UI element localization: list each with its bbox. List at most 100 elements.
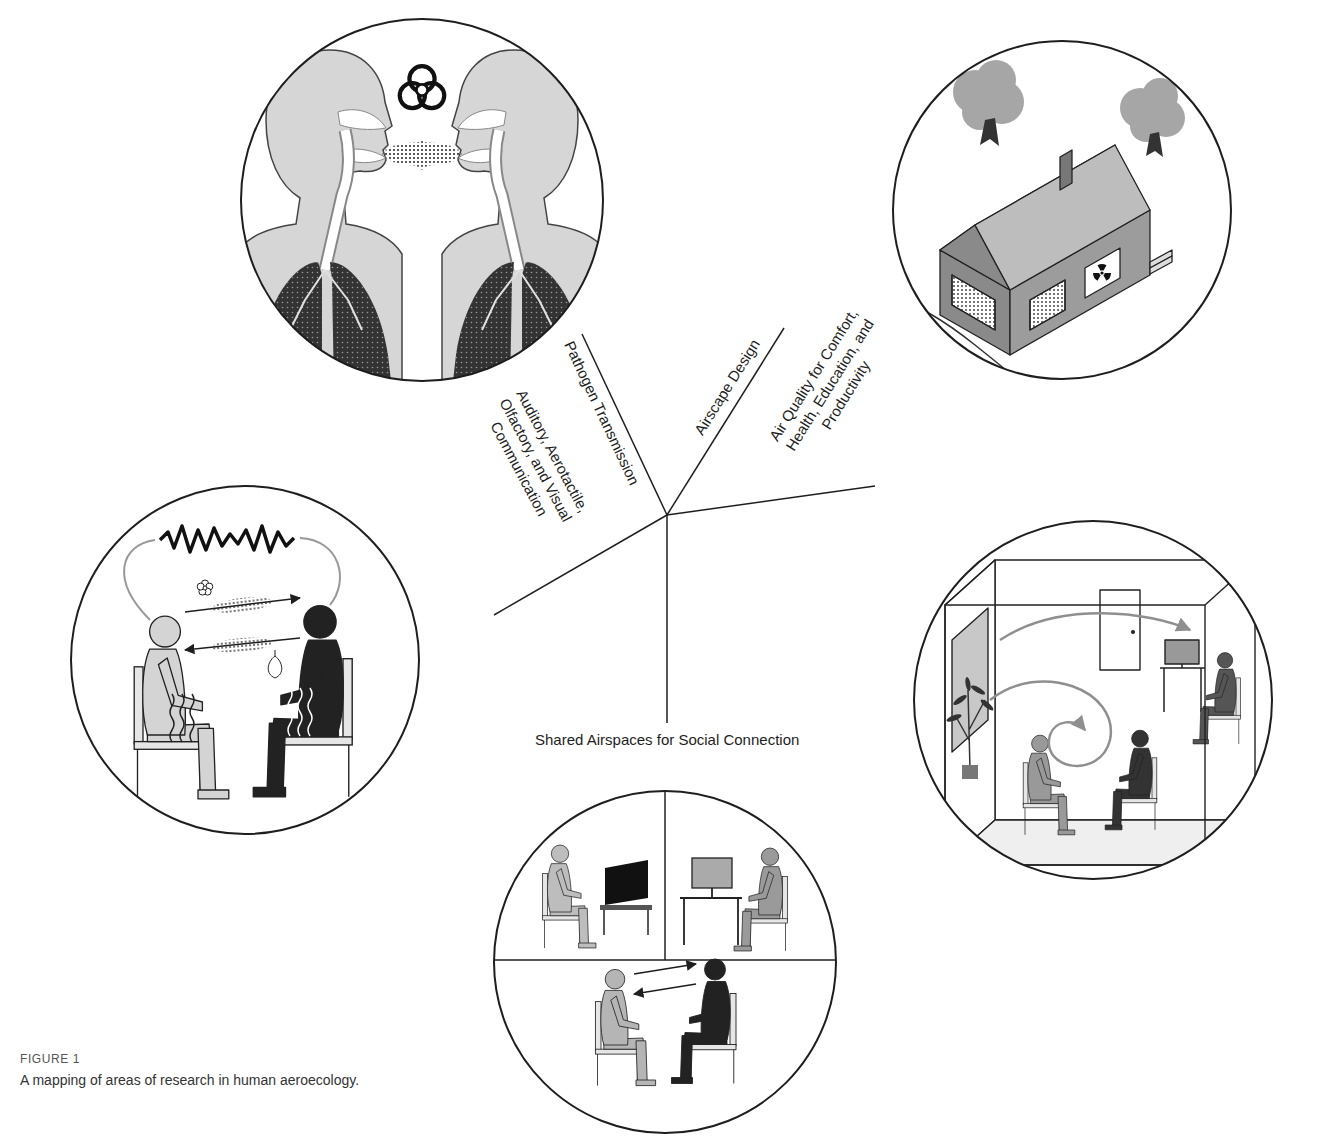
airscape-illustration: [1146, 132, 1163, 157]
airscape-illustration: [952, 275, 995, 330]
airscape-illustration: [1030, 280, 1065, 330]
pathogen-illustration: [256, 262, 322, 390]
air-quality-illustration: [1160, 664, 1205, 712]
pathogen-illustration: [400, 66, 445, 108]
shared-airspace-illustration: [601, 969, 656, 1085]
pathogen-illustration: [290, 270, 362, 330]
air-quality-illustration: [964, 677, 971, 692]
shared-airspace-illustration: [547, 845, 596, 948]
airscape-illustration: [1150, 256, 1172, 274]
communication-illustration: [197, 580, 282, 678]
topic-circle: Airscape Design: [892, 40, 1232, 380]
communication-illustration: [300, 538, 340, 605]
air-quality-illustration: [962, 765, 978, 779]
airscape-illustration: [940, 145, 1172, 355]
communication-illustration: [275, 650, 276, 656]
air-quality-illustration: [1165, 640, 1199, 664]
topic-circle: Pathogen Transmission: [240, 18, 604, 382]
communication-illustration: [253, 606, 343, 797]
communication-illustration: [143, 616, 229, 799]
air-quality-illustration: [945, 560, 1255, 865]
air-quality-illustration: [945, 560, 1255, 865]
communication-illustration: [288, 688, 292, 736]
air-quality-illustration: [952, 693, 968, 706]
air-quality-illustration: [1100, 590, 1140, 670]
spoke-line: [667, 328, 784, 515]
spoke-line: [494, 515, 667, 615]
air-quality-illustration: [1000, 613, 1190, 640]
shared-airspace-illustration: [480, 780, 850, 960]
shared-airspace-illustration: [480, 780, 850, 1086]
topic-label: Pathogen Transmission: [560, 338, 643, 488]
air-quality-illustration: [945, 560, 1255, 865]
topic-label: Auditory, Aerotactile, Olfactory, and Vi…: [469, 370, 601, 551]
air-quality-illustration: [979, 698, 995, 712]
air-quality-illustration: [945, 820, 1255, 865]
communication-illustration: [203, 586, 207, 590]
pathogen-illustration: [384, 140, 460, 170]
shared-airspace-illustration: [672, 959, 731, 1084]
spoke-line: [666, 515, 668, 723]
pathogen-illustration: [325, 130, 348, 270]
communication-illustration: [160, 526, 294, 552]
pathogen-illustration: [236, 50, 608, 390]
communication-illustration: [288, 688, 312, 736]
air-quality-illustration: [970, 684, 986, 697]
shared-airspace-illustration: [634, 984, 696, 994]
pathogen-illustration: [236, 50, 402, 390]
airscape-illustration: [980, 118, 999, 146]
shared-airspace-illustration: [634, 964, 696, 974]
pathogen-illustration: [236, 50, 402, 390]
air-quality-illustration: [1105, 730, 1152, 830]
pathogen-illustration: [442, 50, 608, 390]
communication-illustration: [190, 694, 194, 742]
shared-airspace-illustration: [734, 848, 783, 951]
air-quality-illustration: [945, 560, 995, 605]
shared-airspace-illustration: [680, 888, 742, 945]
airscape-illustration: [1060, 150, 1072, 190]
shared-airspace-illustration: [604, 910, 648, 935]
topic-label: Airscape Design: [690, 336, 764, 439]
communication-illustration: [212, 635, 273, 654]
shared-airspace-illustration: [605, 860, 648, 905]
topic-circle: Air Quality for Comfort, Health, Educati…: [913, 520, 1273, 880]
spoke-line: [667, 486, 875, 515]
airscape-illustration: [1093, 264, 1111, 281]
airscape-illustration: [860, 60, 1185, 420]
air-quality-illustration: [946, 713, 963, 723]
airscape-illustration: [1030, 280, 1065, 330]
communication-illustration: [170, 694, 194, 742]
pathogen-illustration: [256, 262, 322, 390]
air-quality-illustration: [990, 681, 1111, 765]
air-quality-illustration: [945, 605, 1205, 865]
shared-airspace-illustration: [692, 858, 732, 888]
topic-circle: Auditory, Aerotactile, Olfactory, and Vi…: [70, 485, 420, 835]
figure-number: FIGURE 1: [20, 1052, 80, 1066]
communication-illustration: [124, 540, 155, 620]
communication-illustration: [185, 638, 300, 650]
air-quality-illustration: [952, 608, 988, 752]
pathogen-illustration: [416, 84, 427, 95]
topic-label: Air Quality for Comfort, Health, Educati…: [758, 294, 901, 476]
spoke-line: [582, 334, 667, 515]
air-quality-illustration: [1193, 653, 1236, 744]
air-quality-illustration: [1131, 630, 1135, 634]
air-quality-illustration: [946, 677, 995, 779]
airscape-illustration: [952, 275, 995, 330]
communication-illustration: [298, 688, 302, 736]
pathogen-illustration: [325, 130, 348, 270]
airscape-illustration: [1085, 248, 1120, 298]
topic-circle: Shared Airspaces for Social Connection: [493, 790, 837, 1134]
communication-illustration: [180, 694, 184, 742]
shared-airspace-illustration: [600, 905, 652, 910]
communication-illustration: [124, 526, 352, 799]
pathogen-illustration: [338, 110, 386, 130]
air-quality-illustration: [1205, 820, 1255, 865]
air-quality-illustration: [1205, 560, 1255, 605]
airscape-illustration: [975, 145, 1150, 290]
communication-illustration: [185, 598, 300, 612]
communication-illustration: [308, 688, 312, 736]
